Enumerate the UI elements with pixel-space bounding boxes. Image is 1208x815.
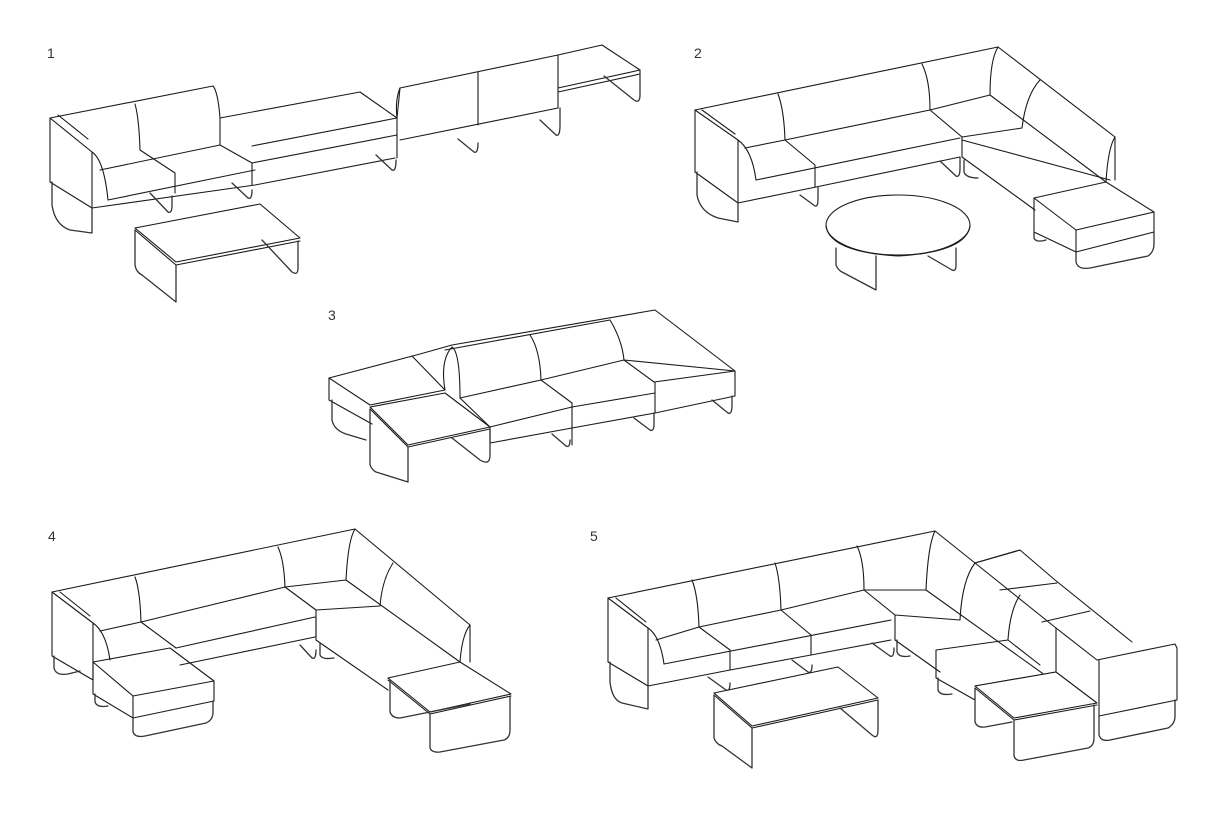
configuration-4-drawing [51,528,512,753]
config-label-3: 3 [328,307,336,323]
configuration-5-drawing [607,530,1178,769]
configuration-2-drawing [694,46,1155,291]
config-label-2: 2 [694,45,702,61]
config-label-5: 5 [590,528,598,544]
config-label-4: 4 [48,528,56,544]
configuration-1-drawing [49,44,641,303]
config-label-1: 1 [47,45,55,61]
configuration-3-drawing [328,309,736,483]
